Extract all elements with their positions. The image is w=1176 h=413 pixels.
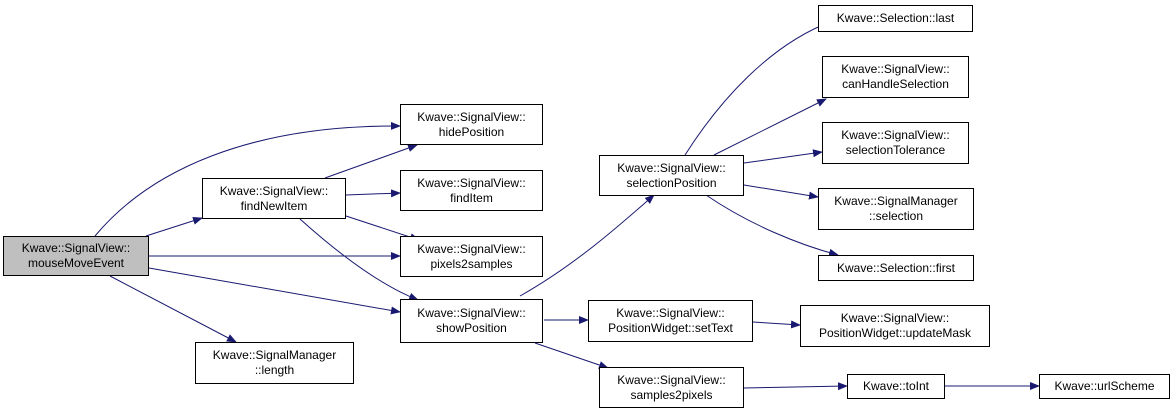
node-label-line2: hidePosition — [438, 124, 505, 139]
node-label-line2: PositionWidget::setText — [608, 321, 733, 335]
node-show-position[interactable]: Kwave::SignalView:: showPosition — [400, 299, 543, 343]
node-label-line1: Kwave::SignalView:: — [417, 175, 526, 190]
node-label-line2: findNewItem — [240, 198, 308, 213]
node-signal-manager-length[interactable]: Kwave::SignalManager ::length — [195, 342, 354, 384]
edge-samples2pixels-toInt — [743, 382, 848, 391]
node-label-line2: samples2pixels — [630, 387, 713, 402]
edge-selectionPosition-selLast — [684, 21, 831, 156]
edge-showPosition-selectionPosition — [519, 194, 655, 297]
node-label-line2: ::selection — [868, 209, 924, 223]
node-label-line1: Kwave::SignalView:: — [21, 241, 131, 255]
edge-selectionPosition-selectionTolerance — [743, 149, 823, 164]
node-samples2pixels[interactable]: Kwave::SignalView:: samples2pixels — [599, 367, 744, 408]
node-label-line2: mouseMoveEvent — [27, 256, 125, 270]
node-label-line2: pixels2samples — [430, 256, 513, 271]
node-label-line1: Kwave::SignalView:: — [617, 372, 726, 387]
node-label-line1: Kwave::SignalView:: — [417, 241, 526, 256]
node-label-line2: showPosition — [436, 321, 507, 335]
edge-setText-updateMask — [752, 320, 801, 329]
edge-findNewItem-findItem — [345, 189, 401, 198]
node-label-line1: Kwave::SignalView:: — [840, 311, 950, 325]
edge-selectionPosition-canHandleSelection — [713, 98, 827, 156]
node-label-line1: Kwave::SignalManager — [834, 194, 958, 208]
node-label-line1: Kwave::SignalView:: — [841, 128, 950, 142]
node-find-item[interactable]: Kwave::SignalView:: findItem — [400, 170, 543, 211]
node-to-int[interactable]: Kwave::toInt — [847, 374, 945, 399]
edge-findNewItem-hidePosition — [324, 144, 418, 179]
node-label-line2: selectionTolerance — [845, 143, 946, 157]
node-label-line1: Kwave::SignalView:: — [617, 160, 726, 175]
edge-mouseMoveEvent-showPosition — [148, 267, 401, 315]
node-label-line2: PositionWidget::updateMask — [818, 326, 972, 340]
node-selection-position[interactable]: Kwave::SignalView:: selectionPosition — [599, 155, 744, 196]
node-selection-tolerance[interactable]: Kwave::SignalView:: selectionTolerance — [822, 122, 969, 164]
node-label-line1: Kwave::urlScheme — [1054, 379, 1155, 393]
node-label-line2: ::length — [254, 363, 295, 377]
node-selection-first[interactable]: Kwave::Selection::first — [818, 255, 974, 281]
node-signal-manager-selection[interactable]: Kwave::SignalManager ::selection — [818, 188, 974, 230]
node-label-line2: selectionPosition — [626, 175, 717, 190]
edge-selectionPosition-selFirst — [705, 194, 839, 257]
node-hide-position[interactable]: Kwave::SignalView:: hidePosition — [400, 104, 543, 145]
node-can-handle-selection[interactable]: Kwave::SignalView:: canHandleSelection — [822, 56, 969, 98]
node-label-line2: canHandleSelection — [842, 77, 949, 91]
node-url-scheme[interactable]: Kwave::urlScheme — [1039, 374, 1170, 399]
node-label-line1: Kwave::SignalView:: — [616, 306, 725, 320]
node-label-line1: Kwave::SignalView:: — [841, 62, 950, 76]
node-label-line1: Kwave::SignalView:: — [417, 109, 526, 124]
node-pixels2samples[interactable]: Kwave::SignalView:: pixels2samples — [400, 236, 543, 277]
node-mouse-move-event[interactable]: Kwave::SignalView:: mouseMoveEvent — [3, 236, 149, 276]
node-label-line1: Kwave::SignalView:: — [417, 306, 526, 320]
node-label-line2: findItem — [450, 190, 493, 205]
edge-showPosition-samples2pixels — [534, 342, 609, 369]
node-label-line1: Kwave::Selection::first — [836, 260, 956, 275]
node-selection-last[interactable]: Kwave::Selection::last — [818, 5, 973, 32]
edge-mouseMoveEvent-hidePosition — [94, 121, 401, 237]
edge-mouseMoveEvent-findNewItem — [145, 216, 203, 237]
node-find-new-item[interactable]: Kwave::SignalView:: findNewItem — [202, 178, 346, 219]
node-label-line1: Kwave::SignalManager — [212, 348, 337, 362]
edge-mouseMoveEvent-length — [109, 275, 237, 343]
node-position-widget-update-mask[interactable]: Kwave::SignalView:: PositionWidget::upda… — [800, 305, 990, 347]
edge-findNewItem-showPosition — [299, 218, 419, 301]
node-label-line1: Kwave::SignalView:: — [219, 183, 329, 198]
node-label-line1: Kwave::toInt — [862, 379, 930, 393]
edge-selectionPosition-smSelection — [743, 184, 819, 200]
node-label-line1: Kwave::Selection::last — [836, 11, 955, 25]
node-position-widget-set-text[interactable]: Kwave::SignalView:: PositionWidget::setT… — [588, 300, 753, 342]
